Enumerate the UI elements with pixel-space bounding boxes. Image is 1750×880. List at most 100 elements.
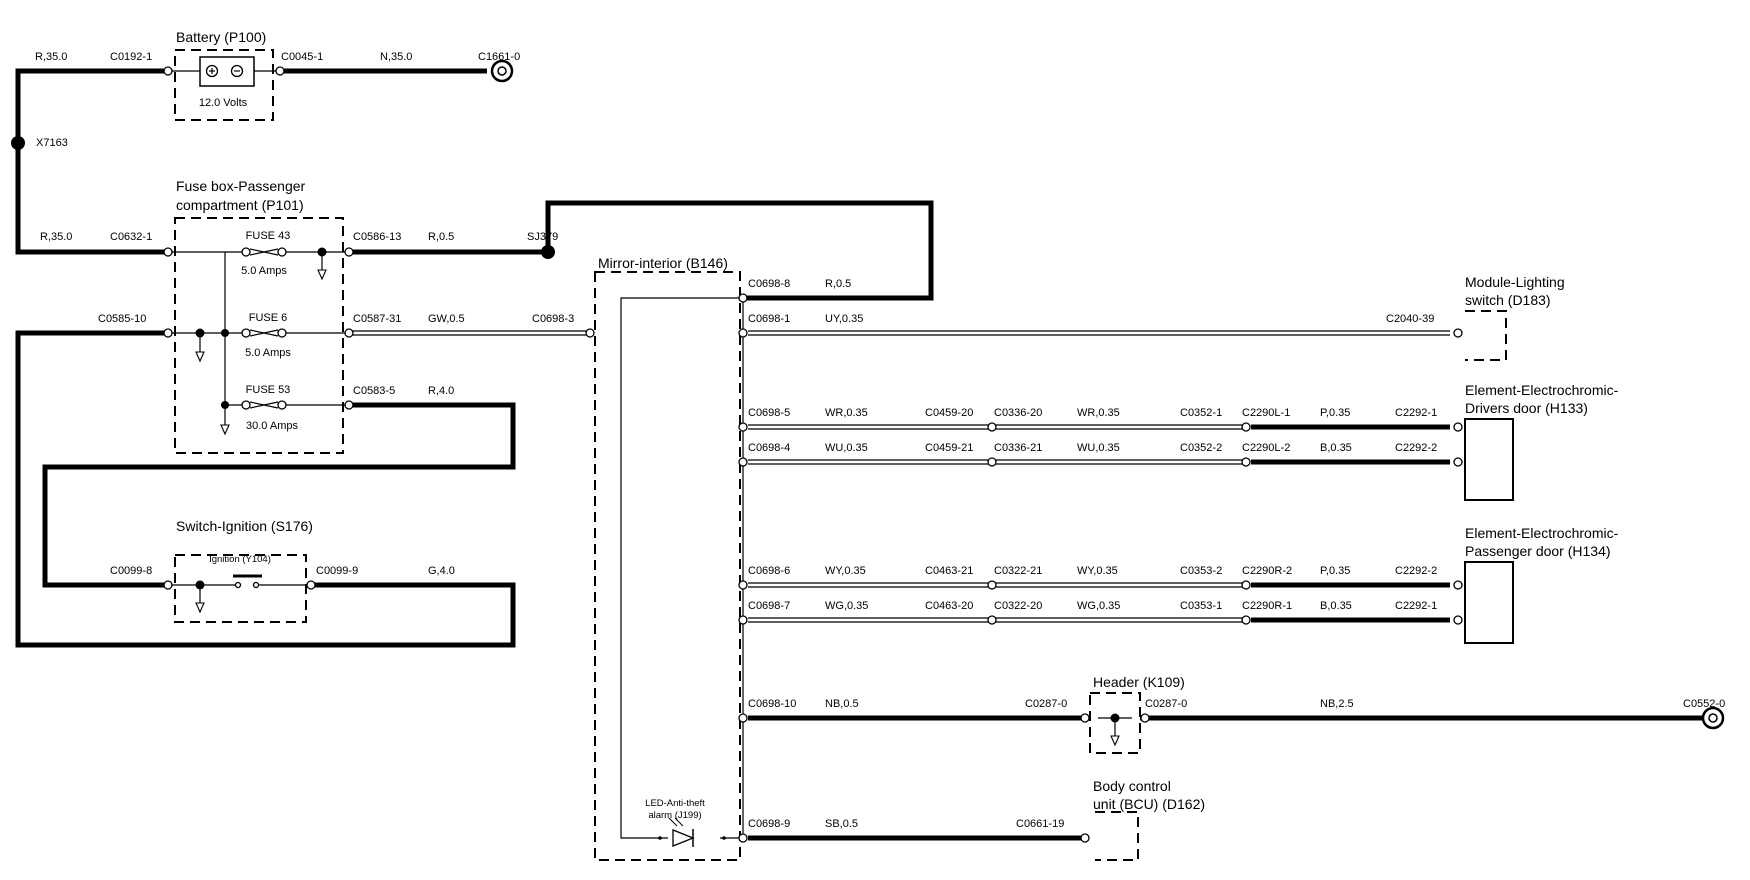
label-c2290r-2: C2290R-2 — [1242, 565, 1292, 577]
label-gw05: GW,0.5 — [428, 313, 465, 325]
fuse6-name: FUSE 6 — [249, 312, 288, 324]
label-c0698-3: C0698-3 — [532, 313, 574, 325]
wire-labels: R,35.0 C0192-1 C0045-1 N,35.0 C1661-0 X7… — [35, 51, 1725, 830]
label-c0287-b: C0287-0 — [1145, 698, 1187, 710]
label-c0099-8: C0099-8 — [110, 565, 152, 577]
splice-x7163 — [11, 136, 25, 150]
ignition-title: Switch-Ignition (S176) — [176, 518, 313, 534]
label-r35-mid: R,35.0 — [40, 231, 72, 243]
label-c0698-10: C0698-10 — [748, 698, 796, 710]
ignition-box — [174, 554, 307, 623]
lighting-title-2: switch (D183) — [1465, 292, 1551, 308]
fusebox-box — [174, 217, 344, 454]
label-nb25: NB,2.5 — [1320, 698, 1354, 710]
label-c2292-2a: C2292-2 — [1395, 442, 1437, 454]
fuse-43-symbol — [241, 247, 287, 257]
label-c0463-20: C0463-20 — [925, 600, 973, 612]
label-c0322-21: C0322-21 — [994, 565, 1042, 577]
label-c0583: C0583-5 — [353, 385, 395, 397]
label-c0322-20: C0322-20 — [994, 600, 1042, 612]
label-c0352-1: C0352-1 — [1180, 407, 1222, 419]
label-wy035-a: WY,0.35 — [825, 565, 866, 577]
label-c0336-21: C0336-21 — [994, 442, 1042, 454]
fuse6-rating: 5.0 Amps — [245, 347, 291, 359]
mirror-internal-wiring — [620, 297, 744, 839]
label-x7163: X7163 — [36, 137, 68, 149]
label-r05-b: R,0.5 — [825, 278, 851, 290]
label-wr035-a: WR,0.35 — [825, 407, 868, 419]
bcu-title-1: Body control — [1093, 778, 1171, 794]
label-c0353-2: C0353-2 — [1180, 565, 1222, 577]
label-c2292-1b: C2292-1 — [1395, 600, 1437, 612]
label-c0698-8: C0698-8 — [748, 278, 790, 290]
splice-sj379 — [541, 245, 555, 259]
label-c0698-5: C0698-5 — [748, 407, 790, 419]
label-wg035-b: WG,0.35 — [1077, 600, 1120, 612]
label-r40: R,4.0 — [428, 385, 454, 397]
label-b035-b: B,0.35 — [1320, 600, 1352, 612]
label-c0586: C0586-13 — [353, 231, 401, 243]
fusebox-internals — [168, 247, 349, 436]
label-c0552: C0552-0 — [1683, 698, 1725, 710]
header-title: Header (K109) — [1093, 674, 1185, 690]
label-c2290l-2: C2290L-2 — [1242, 442, 1290, 454]
driver-door-element — [1464, 418, 1514, 501]
ignition-switch-symbol — [168, 574, 311, 614]
label-wy035-b: WY,0.35 — [1077, 565, 1118, 577]
label-c0353-1: C0353-1 — [1180, 600, 1222, 612]
thin-wires — [349, 330, 1450, 623]
fuse43-rating: 5.0 Amps — [241, 265, 287, 277]
label-c0632: C0632-1 — [110, 231, 152, 243]
label-p035-a: P,0.35 — [1320, 407, 1350, 419]
label-wu035-a: WU,0.35 — [825, 442, 868, 454]
bcu-box — [1095, 811, 1139, 861]
header-splice — [1098, 713, 1132, 747]
label-wg035-a: WG,0.35 — [825, 600, 868, 612]
label-c0045: C0045-1 — [281, 51, 323, 63]
mirror-title: Mirror-interior (B146) — [598, 255, 728, 271]
fusebox-title-2: compartment (P101) — [176, 197, 304, 213]
fuse53-name: FUSE 53 — [246, 384, 291, 396]
wire-battery-positive — [15, 68, 168, 255]
passenger-door-element — [1464, 561, 1514, 644]
led-label-1: LED-Anti-theft — [645, 798, 705, 809]
label-wu035-b: WU,0.35 — [1077, 442, 1120, 454]
label-c0352-2: C0352-2 — [1180, 442, 1222, 454]
label-c2292-2b: C2292-2 — [1395, 565, 1437, 577]
label-g40: G,4.0 — [428, 565, 455, 577]
pass-door-title-2: Passenger door (H134) — [1465, 543, 1611, 559]
fuse43-name: FUSE 43 — [246, 230, 291, 242]
bcu-title-2: unit (BCU) (D162) — [1093, 796, 1205, 812]
label-c0287-a: C0287-0 — [1025, 698, 1067, 710]
label-c0698-4: C0698-4 — [748, 442, 790, 454]
label-c0698-9: C0698-9 — [748, 818, 790, 830]
wire-c0585-loop — [15, 330, 516, 648]
led-label-2: alarm (J199) — [648, 810, 701, 821]
label-c0192: C0192-1 — [110, 51, 152, 63]
label-nb05: NB,0.5 — [825, 698, 859, 710]
mirror-box — [594, 271, 741, 861]
ignition-inner: Ignition (Y104) — [209, 554, 271, 565]
connector-pins — [163, 66, 1463, 843]
label-c0585: C0585-10 — [98, 313, 146, 325]
label-r05-a: R,0.5 — [428, 231, 454, 243]
label-r35-top: R,35.0 — [35, 51, 67, 63]
label-c0459-20: C0459-20 — [925, 407, 973, 419]
label-c0463-21: C0463-21 — [925, 565, 973, 577]
battery-volts: 12.0 Volts — [199, 97, 248, 109]
label-b035-a: B,0.35 — [1320, 442, 1352, 454]
label-c0698-6: C0698-6 — [748, 565, 790, 577]
label-wr035-b: WR,0.35 — [1077, 407, 1120, 419]
label-c0459-21: C0459-21 — [925, 442, 973, 454]
label-c0099-9: C0099-9 — [316, 565, 358, 577]
wire-fuse53-to-ignition — [42, 402, 516, 588]
wire-fuse43-out — [349, 200, 934, 301]
label-c0698-1: C0698-1 — [748, 313, 790, 325]
lighting-title-1: Module-Lighting — [1465, 274, 1565, 290]
label-p035-b: P,0.35 — [1320, 565, 1350, 577]
ground-c0552 — [1701, 706, 1725, 730]
driver-door-title-2: Drivers door (H133) — [1465, 400, 1588, 416]
label-sj379: SJ379 — [527, 231, 558, 243]
led-symbol — [658, 817, 726, 847]
